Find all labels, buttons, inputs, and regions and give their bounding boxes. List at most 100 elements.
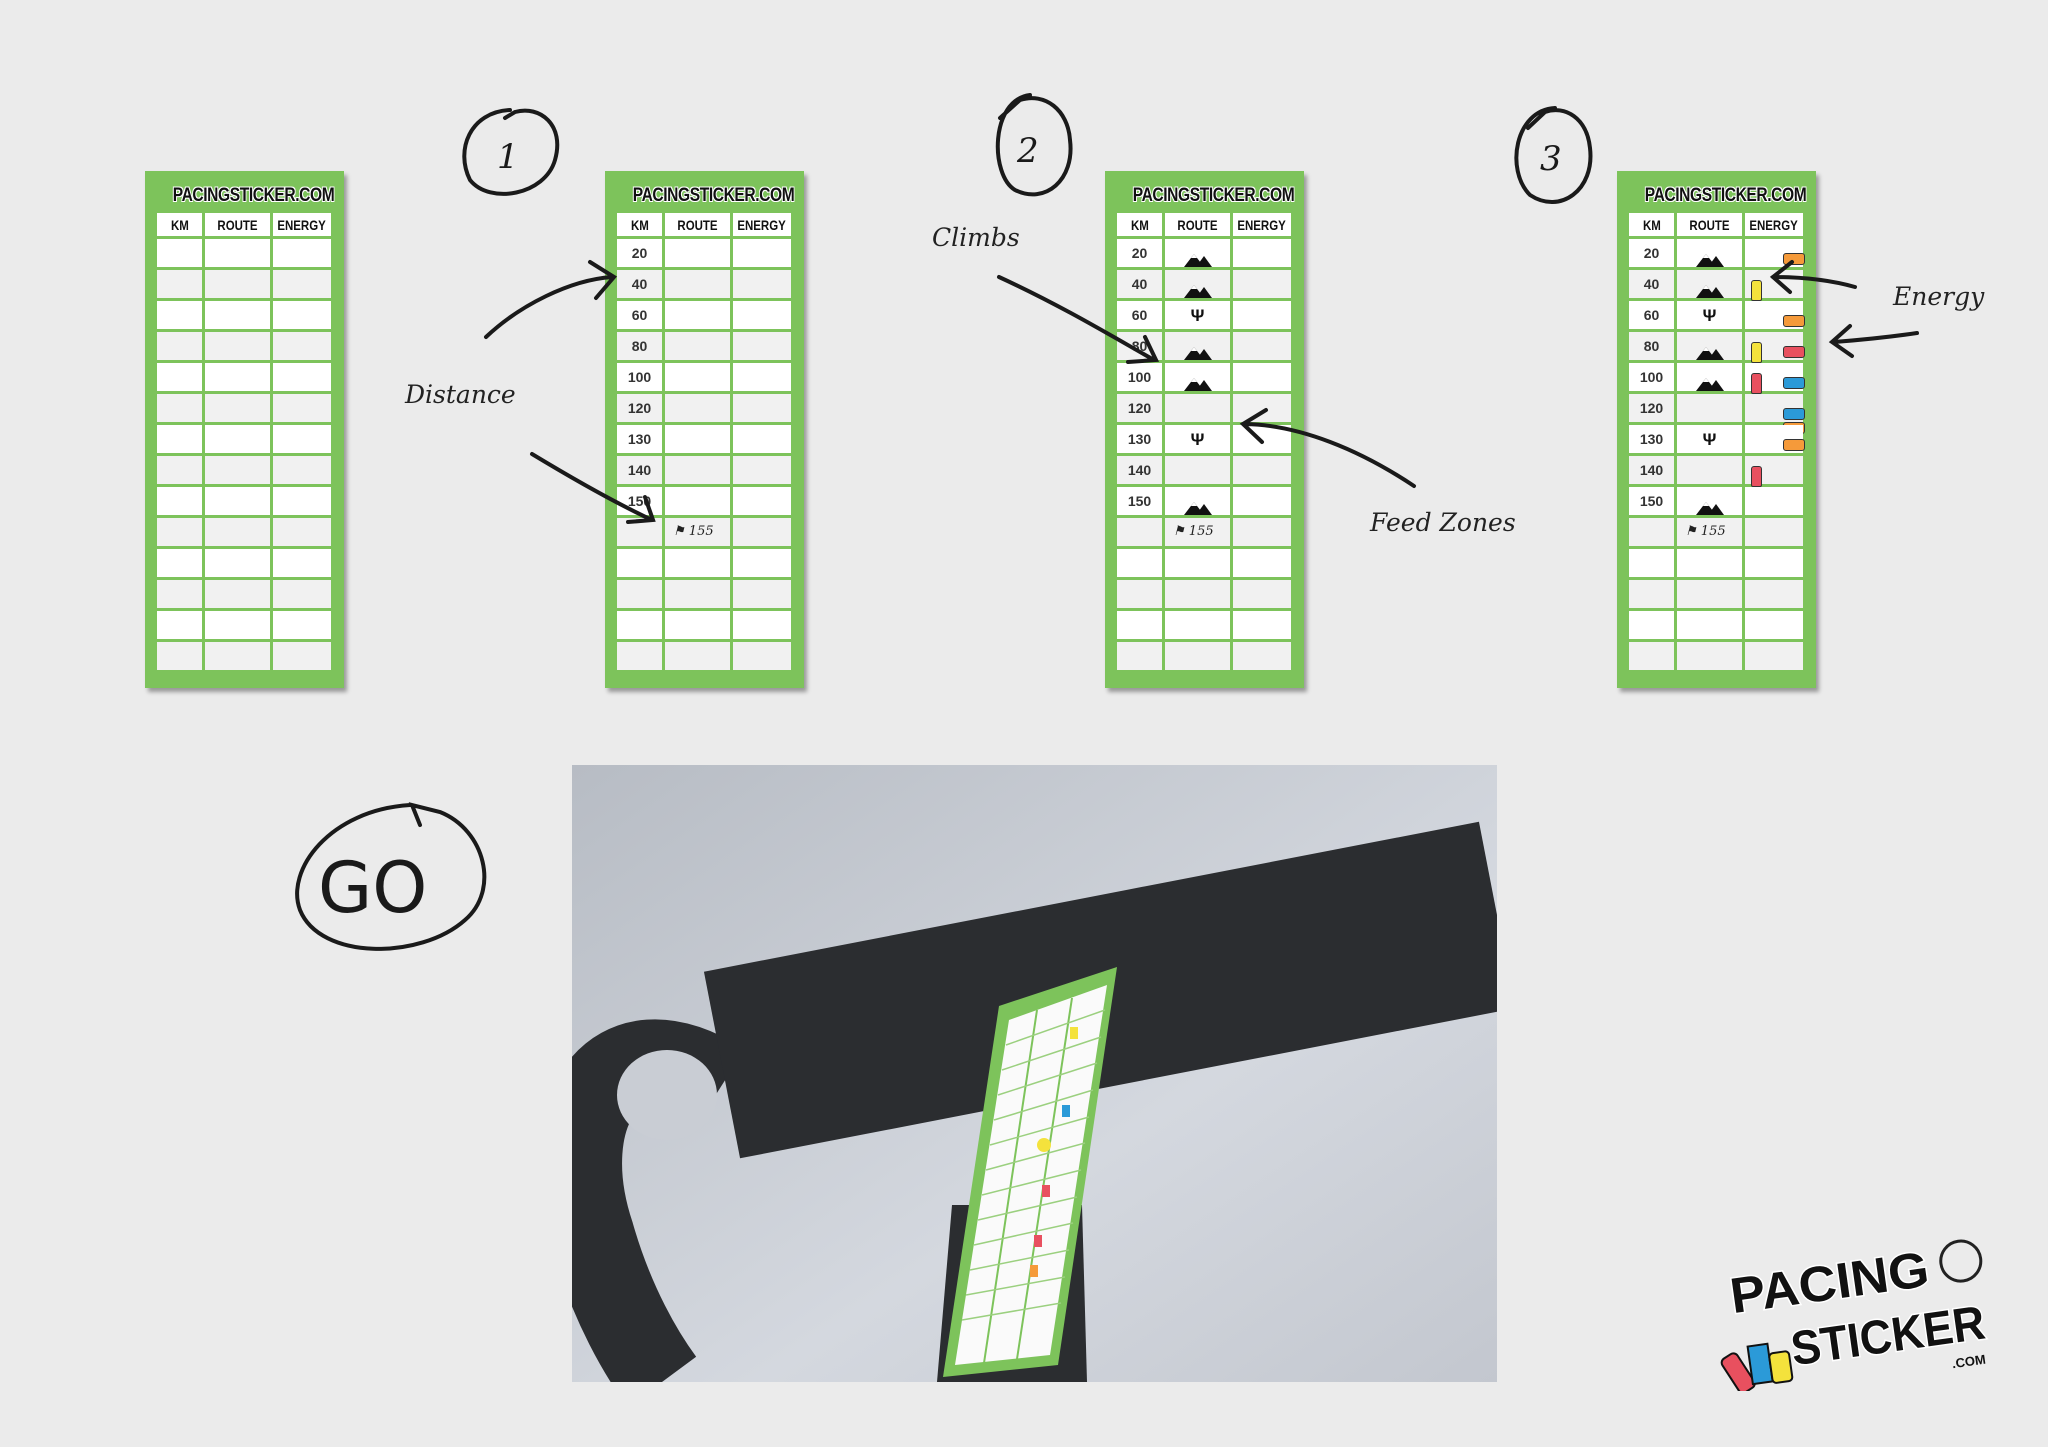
- energy-cell: [1233, 270, 1291, 298]
- column-header-label: KM: [1130, 216, 1149, 233]
- water-bottle-icon: [1751, 280, 1762, 301]
- mountain-climb-icon: [1695, 253, 1724, 267]
- route-cell: [665, 270, 730, 298]
- column-header-label: ENERGY: [737, 216, 787, 233]
- km-cell: [157, 487, 202, 515]
- mountain-climb-icon: [1695, 346, 1724, 360]
- route-cell: [1165, 456, 1230, 484]
- km-value: 150: [1639, 493, 1664, 509]
- km-cell: 100: [617, 363, 662, 391]
- step-3-number: 3: [1540, 139, 1562, 179]
- column-header-energy: ENERGY: [1233, 213, 1291, 236]
- km-value: 140: [1127, 462, 1152, 478]
- column-header-label: ENERGY: [1749, 216, 1799, 233]
- energy-cell: [1745, 425, 1805, 453]
- route-cell: [665, 239, 730, 267]
- km-cell: 20: [617, 239, 662, 267]
- km-value: 140: [1639, 462, 1664, 478]
- feed-zone-icon: Ψ: [1702, 306, 1717, 325]
- km-cell: 140: [617, 456, 662, 484]
- km-cell: [1629, 518, 1674, 546]
- route-cell: [205, 394, 270, 422]
- route-cell: [205, 301, 270, 329]
- column-header-label: ENERGY: [1237, 216, 1287, 233]
- route-cell: [1677, 270, 1742, 298]
- energy-cell: [1233, 394, 1291, 422]
- handlebar-photo: [572, 765, 1497, 1382]
- card-title: PACINGSTICKER.COM: [172, 185, 335, 206]
- route-cell: [1677, 456, 1742, 484]
- route-cell: [1165, 239, 1230, 267]
- route-cell: [1677, 549, 1742, 577]
- finish-km: 155: [1700, 524, 1726, 539]
- energy-cell: [1745, 611, 1803, 639]
- route-cell: [1677, 239, 1742, 267]
- energy-cell: [1233, 487, 1291, 515]
- km-cell: [1117, 518, 1162, 546]
- route-cell: [1165, 487, 1230, 515]
- energy-cell: [733, 456, 791, 484]
- energy-cell: [1233, 363, 1291, 391]
- km-cell: [157, 332, 202, 360]
- route-cell: [205, 642, 270, 670]
- energy-cell: [273, 642, 331, 670]
- route-cell: [205, 456, 270, 484]
- km-cell: 40: [1629, 270, 1674, 298]
- energy-gel-icon: [1783, 439, 1805, 451]
- energy-cell: [1745, 239, 1805, 267]
- route-cell: ⚑ 155: [1677, 518, 1742, 546]
- energy-cell: [1745, 642, 1803, 670]
- route-cell: [205, 425, 270, 453]
- km-cell: 40: [1117, 270, 1162, 298]
- km-value: 130: [1639, 431, 1664, 447]
- column-header-energy: ENERGY: [1745, 213, 1803, 236]
- energy-gel-icon: [1783, 377, 1805, 389]
- route-cell: [665, 487, 730, 515]
- km-cell: [617, 549, 662, 577]
- column-header-route: ROUTE: [665, 213, 730, 236]
- distance-arrow-upper-icon: [484, 260, 618, 339]
- route-cell: [205, 487, 270, 515]
- energy-cell: [733, 270, 791, 298]
- energy-cell: [1233, 456, 1291, 484]
- km-cell: [157, 301, 202, 329]
- km-value: 150: [627, 493, 652, 509]
- energy-cell: [733, 394, 791, 422]
- km-cell: [1117, 549, 1162, 577]
- route-cell: [665, 301, 730, 329]
- energy-cell: [273, 270, 331, 298]
- route-cell: [1165, 270, 1230, 298]
- km-value: 40: [631, 276, 648, 292]
- route-cell: [1165, 363, 1230, 391]
- energy-cell: [1233, 332, 1291, 360]
- route-cell: [1677, 487, 1742, 515]
- km-value: 140: [627, 462, 652, 478]
- km-cell: [157, 456, 202, 484]
- km-value: 150: [1127, 493, 1152, 509]
- km-cell: 140: [1117, 456, 1162, 484]
- checkered-flag-icon: ⚑: [1173, 524, 1189, 539]
- energy-gel-icon: [1783, 346, 1805, 358]
- route-cell: [665, 332, 730, 360]
- energy-cell: [733, 332, 791, 360]
- energy-cell: [273, 332, 331, 360]
- finish-km: 155: [1188, 524, 1214, 539]
- km-cell: [617, 642, 662, 670]
- energy-cell: [273, 239, 331, 267]
- km-cell: [157, 394, 202, 422]
- mountain-climb-icon: [1183, 284, 1212, 298]
- km-cell: 60: [1117, 301, 1162, 329]
- energy-cell: [1745, 363, 1805, 394]
- km-cell: [1117, 580, 1162, 608]
- km-cell: 150: [617, 487, 662, 515]
- card-title: PACINGSTICKER.COM: [1644, 185, 1807, 206]
- finish-km: 155: [688, 524, 714, 539]
- energy-cell: [1233, 301, 1291, 329]
- energy-cell: [1745, 518, 1803, 546]
- route-cell: [665, 425, 730, 453]
